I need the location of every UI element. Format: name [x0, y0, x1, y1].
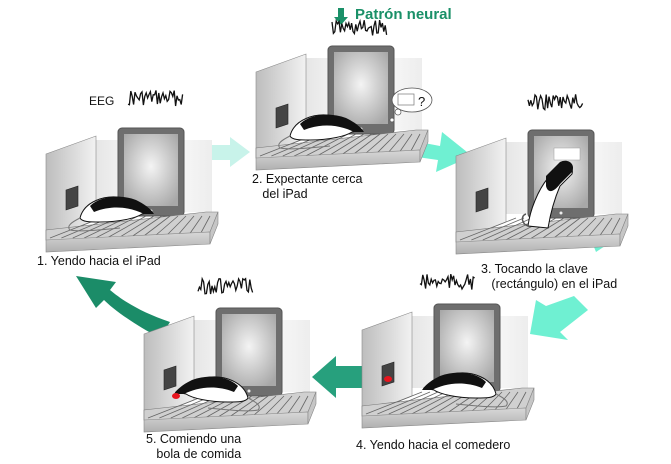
- home-button-icon: [559, 211, 563, 215]
- grid-bar: [106, 215, 147, 239]
- grid-bar: [411, 391, 455, 415]
- grid-bar: [459, 217, 517, 241]
- grid-bar: [227, 395, 261, 419]
- side-wall: [255, 53, 307, 159]
- down-arrow-icon: [334, 8, 348, 25]
- arrow-step1-to-step2: [208, 137, 250, 167]
- grid-bar: [305, 133, 349, 157]
- chamber-base-side: [307, 391, 317, 425]
- side-wall: [143, 315, 195, 421]
- grid-bar: [339, 133, 373, 157]
- step-1-label: 1. Yendo hacia el iPad: [37, 254, 161, 268]
- grid-bar: [140, 215, 171, 239]
- grid-bar: [238, 395, 269, 419]
- arrow-step3-to-step4: [530, 296, 588, 340]
- eeg-label: EEG: [89, 94, 115, 108]
- tablet-screen: [222, 314, 276, 386]
- step-5-label: 5. Comiendo una bola de comida: [146, 432, 242, 461]
- grid-bar: [377, 391, 431, 415]
- chamber-step-4: [361, 303, 535, 429]
- grid-bar: [528, 217, 565, 241]
- eeg-trace: [197, 276, 254, 295]
- arrow-step5-to-step1: [76, 276, 170, 338]
- grid-bar: [316, 133, 357, 157]
- chamber-step-2: ?: [255, 45, 433, 171]
- tablet-screen: [440, 310, 494, 382]
- rat: [278, 114, 364, 150]
- eeg-trace: [419, 273, 475, 291]
- grid-bar: [471, 217, 525, 241]
- grid-bar: [147, 395, 205, 419]
- cue-rectangle: [553, 147, 581, 161]
- grid-bar: [365, 391, 423, 415]
- chamber-step-1: [45, 127, 219, 253]
- grid-bar: [118, 215, 155, 239]
- grid-bar: [350, 133, 381, 157]
- eeg-trace: [527, 93, 584, 111]
- tablet-screen: [124, 134, 178, 206]
- grid-bar: [550, 217, 581, 241]
- food-magazine: [475, 187, 489, 213]
- food-magazine: [163, 365, 177, 391]
- grid-bar: [95, 215, 139, 239]
- rat: [521, 160, 574, 229]
- rat: [172, 376, 260, 412]
- rat: [68, 196, 154, 232]
- chamber-base-side: [419, 129, 429, 163]
- thought-bubble: ?: [389, 87, 433, 123]
- grid-bar: [388, 391, 439, 415]
- arrow-step4-to-step5: [312, 356, 362, 398]
- side-wall: [45, 135, 97, 241]
- step-4-label: 4. Yendo hacia el comedero: [356, 438, 511, 452]
- chamber-step-3: [455, 129, 629, 255]
- grid-bar: [539, 217, 573, 241]
- grid-bar: [400, 391, 447, 415]
- side-wall: [455, 137, 507, 243]
- step-2-label: 2. Expectante cerca del iPad: [252, 172, 363, 201]
- step-3-label: 3. Tocando la clave (rectángulo) en el i…: [481, 262, 618, 291]
- chamber-base-side: [525, 387, 535, 421]
- rat: [422, 372, 508, 408]
- food-magazine: [381, 361, 395, 387]
- food-magazine: [275, 103, 289, 129]
- food-pellet: [384, 376, 392, 382]
- chamber-step-5: [143, 307, 317, 433]
- chamber-base-side: [619, 213, 629, 247]
- question-mark: ?: [418, 94, 425, 109]
- diagram-title: Patrón neural: [355, 6, 452, 23]
- home-button-icon: [247, 389, 251, 393]
- eeg-trace: [331, 18, 388, 36]
- food-magazine: [65, 185, 79, 211]
- side-wall: [361, 311, 413, 417]
- eeg-trace: [127, 89, 184, 107]
- chamber-base-side: [209, 211, 219, 245]
- grid-bar: [129, 215, 163, 239]
- grid-bar: [328, 133, 365, 157]
- tablet-screen: [334, 52, 388, 124]
